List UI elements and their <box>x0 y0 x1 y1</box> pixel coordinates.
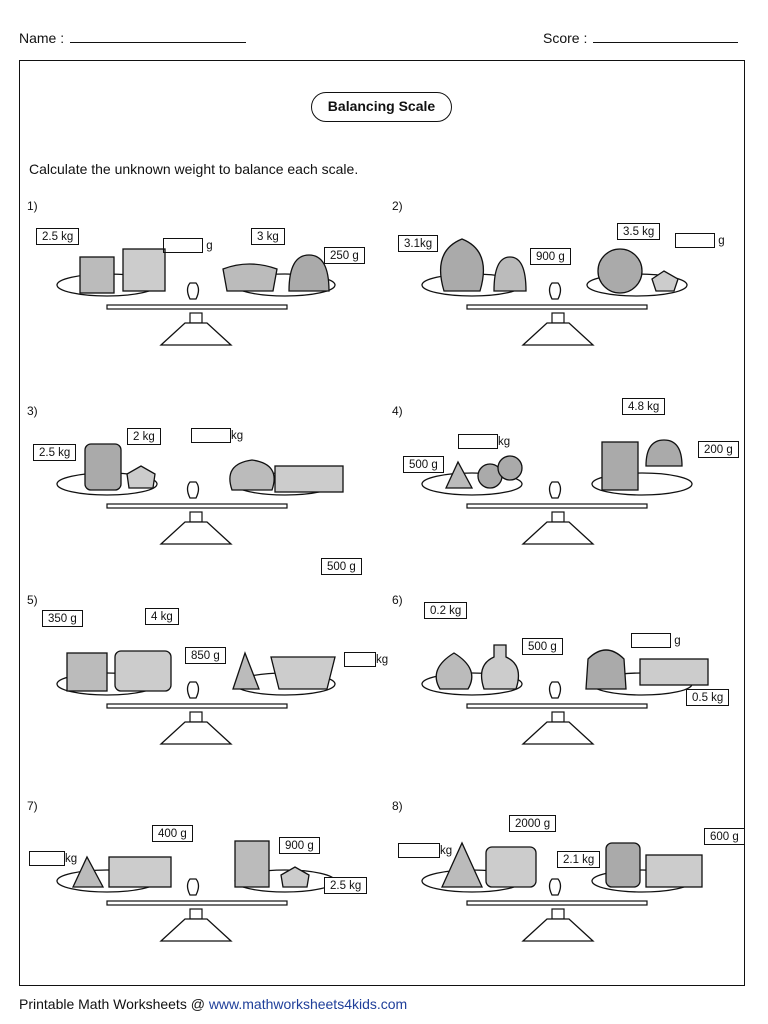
answer-unit: kg <box>498 436 511 448</box>
score-line[interactable] <box>593 30 739 43</box>
weight-label: 2.5 kg <box>324 877 368 894</box>
scale-icon <box>56 650 336 745</box>
weight-label: 350 g <box>42 610 83 627</box>
weight-label: 500 g <box>403 456 444 473</box>
weight-label: 4 kg <box>145 608 179 625</box>
answer-unit: kg <box>440 845 453 857</box>
weight-label: 2000 g <box>509 815 557 832</box>
answer-unit: g <box>674 635 681 647</box>
worksheet-title: Balancing Scale <box>311 92 452 122</box>
name-line[interactable] <box>70 30 247 43</box>
score-field[interactable]: Score : <box>543 30 739 46</box>
answer-blank[interactable]: kg <box>458 434 510 451</box>
weight-label: 3.1kg <box>398 235 439 252</box>
name-field[interactable]: Name : <box>19 30 247 46</box>
scale-icon <box>421 439 693 545</box>
weight-label: 2.1 kg <box>557 851 601 868</box>
scale-icon <box>56 443 344 545</box>
problem-6: 6) 0.2 kg 500 g g 0.5 kg <box>392 593 752 783</box>
answer-unit: kg <box>231 430 244 442</box>
answer-unit: g <box>206 240 213 252</box>
problem-number: 7) <box>27 799 38 813</box>
problem-4: 4) kg 500 g 4.8 kg 200 g <box>392 398 752 594</box>
problem-number: 8) <box>392 799 403 813</box>
answer-blank[interactable]: g <box>675 233 725 250</box>
problem-number: 1) <box>27 199 38 213</box>
problem-number: 2) <box>392 199 403 213</box>
weight-label: 500 g <box>321 558 362 575</box>
weight-label: 400 g <box>152 825 193 842</box>
scale-icon <box>421 841 703 942</box>
footer-text: Printable Math Worksheets @ <box>19 996 209 1012</box>
problem-1: 1) 2.5 kg g 3 kg 250 g <box>27 199 387 389</box>
answer-blank[interactable]: kg <box>29 851 77 868</box>
problem-number: 4) <box>392 404 403 418</box>
problem-3: 3) 2.5 kg 2 kg kg 500 g <box>27 404 387 594</box>
weight-label: 600 g <box>704 828 745 845</box>
score-label: Score : <box>543 30 588 46</box>
scale-icon <box>421 238 688 346</box>
answer-blank[interactable]: kg <box>191 428 243 445</box>
scale-icon <box>421 644 709 745</box>
weight-label: 3 kg <box>251 228 285 245</box>
weight-label: 2.5 kg <box>33 444 77 461</box>
problem-7: 7) kg 400 g 900 g 2.5 kg <box>27 799 387 989</box>
weight-label: 0.5 kg <box>686 689 730 706</box>
weight-label: 0.2 kg <box>424 602 468 619</box>
weight-label: 200 g <box>698 441 739 458</box>
scale-icon <box>56 840 336 942</box>
weight-label: 2 kg <box>127 428 161 445</box>
problem-number: 3) <box>27 404 38 418</box>
answer-blank[interactable]: g <box>163 238 213 255</box>
footer-link[interactable]: www.mathworksheets4kids.com <box>208 996 408 1012</box>
weight-label: 850 g <box>185 647 226 664</box>
weight-label: 250 g <box>324 247 365 264</box>
weight-label: 4.8 kg <box>622 398 666 415</box>
weight-label: 900 g <box>530 248 571 265</box>
problem-8: 8) kg 2000 g 2.1 kg 600 g <box>392 799 752 989</box>
scale-icon <box>56 248 336 346</box>
weight-label: 2.5 kg <box>36 228 80 245</box>
weight-label: 3.5 kg <box>617 223 661 240</box>
weight-label: 500 g <box>522 638 563 655</box>
answer-blank[interactable]: g <box>631 633 681 650</box>
problem-number: 6) <box>392 593 403 607</box>
name-label: Name : <box>19 30 65 46</box>
answer-unit: g <box>718 235 725 247</box>
answer-blank[interactable]: kg <box>398 843 452 860</box>
instructions-text: Calculate the unknown weight to balance … <box>29 161 359 177</box>
worksheet-frame: Balancing Scale Calculate the unknown we… <box>19 60 745 986</box>
problem-5: 5) 350 g 4 kg 850 g kg <box>27 593 388 783</box>
weight-label: 900 g <box>279 837 320 854</box>
answer-unit: kg <box>376 654 389 666</box>
answer-blank[interactable]: kg <box>344 652 388 669</box>
problem-2: 2) 3.1kg 900 g 3.5 kg g <box>392 199 752 389</box>
answer-unit: kg <box>65 853 78 865</box>
footer: Printable Math Worksheets @ www.mathwork… <box>19 996 407 1012</box>
problem-number: 5) <box>27 593 38 607</box>
